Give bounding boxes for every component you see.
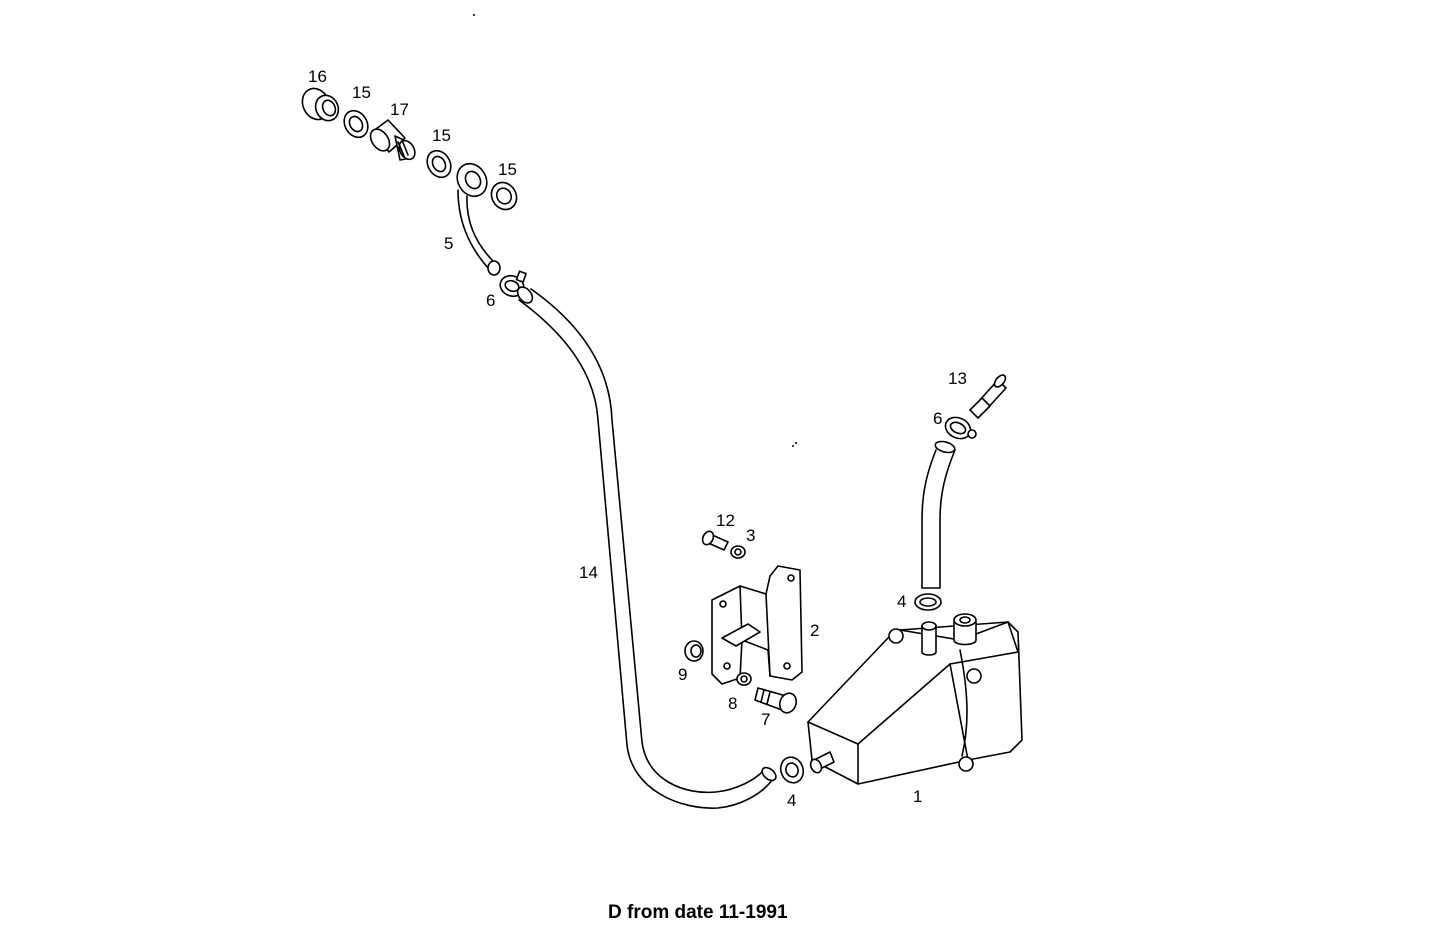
part-2-bracket <box>711 565 803 685</box>
callout-6-b: 6 <box>933 409 942 428</box>
part-13-fitting <box>969 374 1007 419</box>
callout-14: 14 <box>579 563 598 582</box>
part-15-washer-c <box>490 181 518 211</box>
callout-4-a: 4 <box>897 592 906 611</box>
callout-1: 1 <box>913 787 922 806</box>
callout-8: 8 <box>728 694 737 713</box>
callout-15-b: 15 <box>432 126 451 145</box>
stray-marks <box>473 14 797 447</box>
callout-12: 12 <box>716 511 735 530</box>
callout-6-a: 6 <box>486 291 495 310</box>
callout-9: 9 <box>678 665 687 684</box>
callout-17: 17 <box>390 100 409 119</box>
callout-15-c: 15 <box>498 160 517 179</box>
part-1-expansion-tank <box>807 613 1023 785</box>
part-7-bolt <box>754 687 798 714</box>
callout-13: 13 <box>948 369 967 388</box>
callout-5: 5 <box>444 234 453 253</box>
part-4-clamp-a <box>914 593 942 611</box>
part-12-bolt <box>701 530 729 551</box>
callout-4-b: 4 <box>787 791 796 810</box>
part-16-cap-nut <box>301 87 340 122</box>
diagram-caption: D from date 11-1991 <box>608 902 788 923</box>
part-3-nut <box>730 545 746 559</box>
callout-15-a: 15 <box>352 83 371 102</box>
part-14-hose <box>516 286 777 809</box>
part-6-clamp-b <box>944 416 977 440</box>
callout-7: 7 <box>761 710 770 729</box>
part-8-nut <box>736 672 752 686</box>
callout-3: 3 <box>746 526 755 545</box>
part-15-washer-a <box>343 109 369 139</box>
part-9-grommet <box>684 640 704 662</box>
part-17-fitting <box>369 119 416 161</box>
part-4-clamp-b <box>779 756 805 784</box>
short-hose <box>921 440 956 589</box>
callout-16: 16 <box>308 67 327 86</box>
part-5-banjo-pipe <box>456 162 501 276</box>
callout-2: 2 <box>810 621 819 640</box>
part-15-washer-b <box>426 149 452 179</box>
